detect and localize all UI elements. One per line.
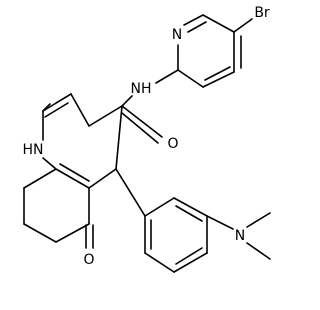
bond [121,95,133,107]
chemical-structure: Br N NH O HN O N [23,5,271,273]
pyridine-nitrogen-label: N [172,27,182,43]
bond [115,168,146,217]
bond [183,14,204,26]
bond [55,168,90,189]
bond [121,112,159,144]
bond [88,168,117,189]
bond [144,252,175,273]
bond [246,212,271,228]
bond [23,223,57,243]
bond [115,105,123,170]
bond [173,252,208,273]
bond [59,163,90,182]
bond [206,215,234,230]
bond [204,66,231,81]
amide-oxygen-label: O [167,136,178,152]
bond [246,242,271,260]
bond [202,71,235,88]
bond [70,93,90,127]
bond [42,157,57,170]
bond [155,69,179,84]
bond [55,223,90,243]
amide-nh-label: NH [131,81,152,97]
bond [88,105,123,127]
atom-labels: Br N NH O HN O N [23,5,270,268]
bond [44,102,69,118]
bond [42,103,51,112]
bond [144,197,175,217]
bonds [23,14,271,273]
bond [202,14,235,33]
bond [177,69,204,88]
bond [175,247,203,265]
ring-nh-label: HN [23,142,44,158]
bond [121,105,163,138]
bond [23,168,57,189]
bond [187,21,207,33]
bond [175,205,203,222]
bond [233,18,253,33]
dimethylamino-nitrogen-label: N [235,228,245,244]
bond [173,197,208,217]
ketone-oxygen-label: O [83,252,94,268]
bond [55,93,72,104]
bromine-label: Br [254,5,270,21]
